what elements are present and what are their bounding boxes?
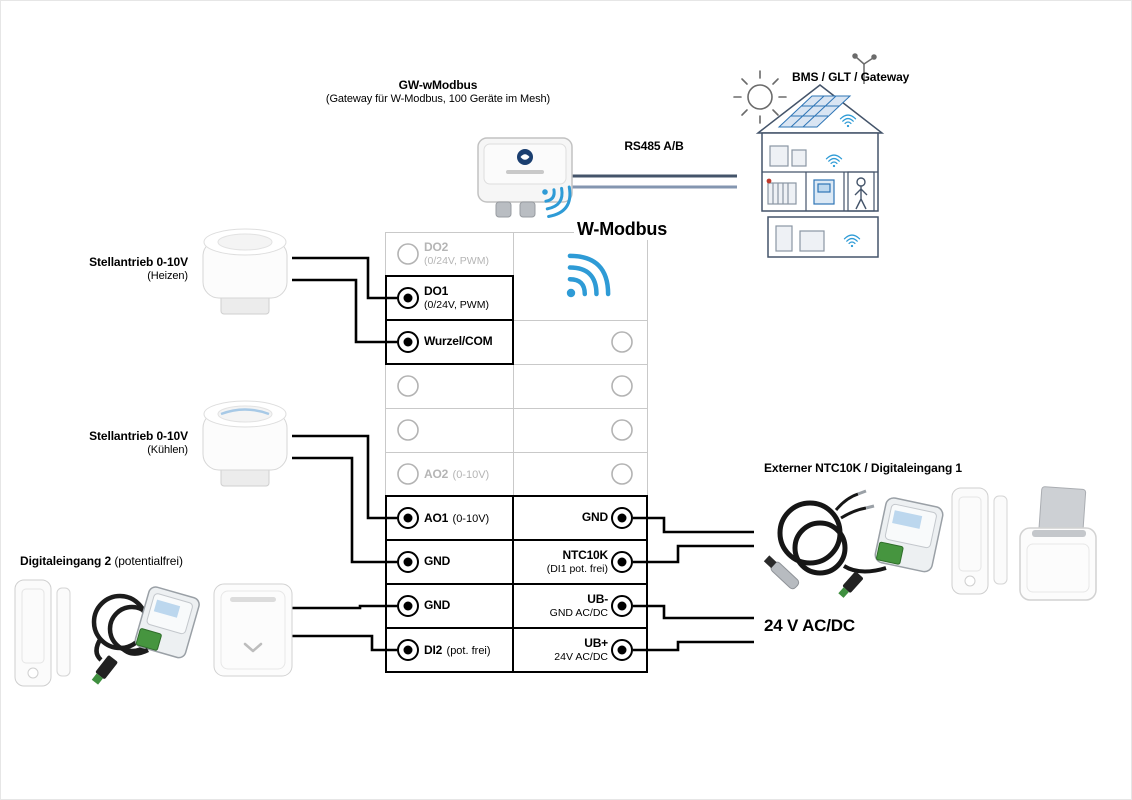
ntc-caption: Externer NTC10K / Digitaleingang 1 <box>764 461 962 475</box>
terminal-ub-plus: UB+ 24V AC/DC <box>554 636 608 663</box>
terminal-ao2-circle <box>397 463 419 485</box>
gateway-title: GW-wModbus <box>398 78 478 92</box>
solar-panel <box>777 95 852 128</box>
gateway-device-illustration <box>477 137 579 224</box>
room-controller-icon <box>813 179 835 205</box>
wire-ub-plus <box>633 640 754 652</box>
gateway-subtitle: (Gateway für W-Modbus, 100 Geräte im Mes… <box>325 93 551 105</box>
rs485-label: RS485 A/B <box>624 139 684 153</box>
upper-floor-devices <box>769 145 807 167</box>
terminal-gnd-right: GND <box>581 510 608 525</box>
terminal-ao2: AO2 (0-10V) <box>424 466 490 481</box>
terminal-ub-minus: UB- GND AC/DC <box>549 592 609 619</box>
connection-wires <box>292 256 754 652</box>
terminal-ntc10k: NTC10K (DI1 pot. frei) <box>546 548 608 575</box>
actuator-kuehlen-illustration <box>202 400 288 487</box>
door-contact-left-illustration <box>14 579 71 687</box>
actuator-heizen-illustration <box>202 228 288 315</box>
rs485-bus-lines <box>570 174 737 189</box>
active-terminal-boxes <box>385 275 648 673</box>
wire-heizen-do1 <box>292 256 397 300</box>
gateway-caption: GW-wModbus (Gateway für W-Modbus, 100 Ge… <box>298 78 578 107</box>
wire-kuehlen-ao1 <box>292 434 397 520</box>
digital2-title: Digitaleingang 2 <box>20 554 112 568</box>
door-contact-right-illustration <box>951 487 1008 595</box>
sun-icon <box>733 70 787 124</box>
kuehlen-caption: Stellantrieb 0-10V (Kühlen) <box>58 429 188 458</box>
wire-gnd-to-ntc <box>633 516 754 534</box>
sensor-module <box>874 497 944 573</box>
terminal-circles <box>397 243 633 661</box>
terminal-gnd1: GND <box>424 554 451 569</box>
heizen-title: Stellantrieb 0-10V <box>89 255 188 269</box>
radiator-icon <box>766 178 797 205</box>
terminal-do1: DO1 (0/24V, PWM) <box>424 284 489 311</box>
wind-sensor-icon <box>852 53 877 84</box>
connector-plug <box>91 655 118 685</box>
terminal-do2: DO2 (0/24V, PWM) <box>424 240 489 267</box>
wire-heizen-com <box>292 278 397 344</box>
power-label: 24 V AC/DC <box>764 616 855 635</box>
heizen-sub: (Heizen) <box>147 270 188 282</box>
terminal-ao1: AO1 (0-10V) <box>424 510 490 525</box>
card-switch-illustration <box>212 582 294 678</box>
bms-building-illustration <box>733 53 885 258</box>
wmodbus-wifi-icon <box>549 246 618 315</box>
sensor-module <box>134 586 200 659</box>
bms-label: BMS / GLT / Gateway <box>792 70 910 84</box>
terminal-com: Wurzel/COM <box>424 334 493 349</box>
wire-ntc10k <box>633 544 754 564</box>
card-holder-illustration <box>1019 486 1097 601</box>
person-figure <box>847 171 875 212</box>
connector-plug <box>838 571 863 598</box>
cable-sensor-left-illustration <box>91 586 200 685</box>
heizen-caption: Stellantrieb 0-10V (Heizen) <box>58 255 188 284</box>
ntc-probe-illustration <box>763 489 875 590</box>
terminal-gnd2: GND <box>424 598 451 613</box>
ntc-module-illustration <box>838 497 944 598</box>
wire-digi2-gnd <box>292 604 397 610</box>
annex-devices <box>775 225 825 252</box>
wire-ub-minus <box>633 604 754 620</box>
terminal-do2-circle <box>397 243 419 265</box>
wire-kuehlen-gnd <box>292 456 397 564</box>
digital2-sub: (potentialfrei) <box>114 554 183 568</box>
digital2-caption: Digitaleingang 2 (potentialfrei) <box>20 554 183 569</box>
wmodbus-label: W-Modbus <box>574 219 671 240</box>
probe-tip <box>763 555 800 590</box>
wire-digi2-di2 <box>292 634 397 652</box>
kuehlen-title: Stellantrieb 0-10V <box>89 429 188 443</box>
kuehlen-sub: (Kühlen) <box>147 444 188 456</box>
cable-glands <box>495 201 536 218</box>
terminal-di2: DI2 (pot. frei) <box>424 642 491 657</box>
